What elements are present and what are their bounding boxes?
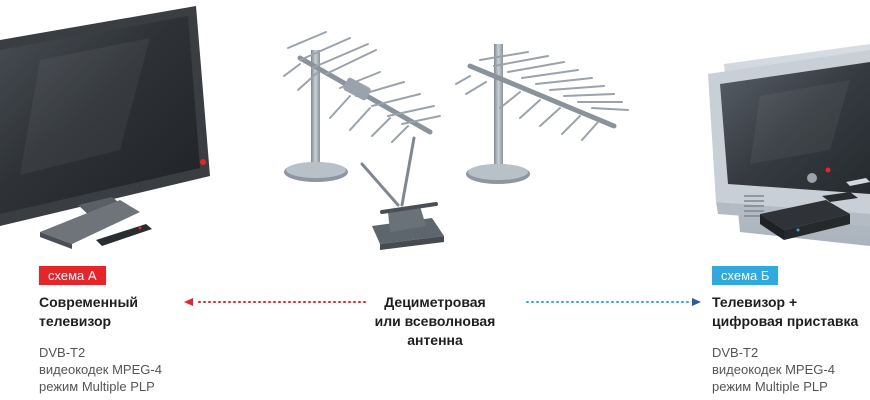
right-spec-mode: режим Multiple PLP [712, 379, 828, 394]
antenna-log-periodic-image [283, 31, 441, 182]
illustration-layer [0, 6, 870, 250]
right-title-line1: Телевизор + [712, 294, 798, 310]
left-spec-standard: DVB-T2 [39, 345, 86, 360]
arrow-to-scheme-a [184, 298, 366, 306]
left-spec-mode: режим Multiple PLP [39, 379, 155, 394]
antenna-label-line2: или всеволновая [374, 313, 496, 329]
antenna-indoor-image [360, 136, 444, 250]
antenna-yagi-image [455, 44, 629, 184]
crt-tv-with-settop-box-image [708, 44, 870, 246]
antenna-label-line1: Дециметровая [384, 294, 486, 310]
right-spec-codec: видеокодек MPEG-4 [712, 362, 835, 377]
scheme-a-badge: схема А [39, 266, 106, 285]
scheme-b-badge: схема Б [712, 266, 779, 285]
left-spec-codec: видеокодек MPEG-4 [39, 362, 162, 377]
modern-tv-image [0, 6, 210, 249]
right-spec-standard: DVB-T2 [712, 345, 759, 360]
left-title-line2: телевизор [39, 313, 112, 329]
arrow-to-scheme-b [526, 298, 701, 306]
antenna-label: Дециметровая или всеволновая антенна [340, 293, 530, 350]
right-title-line2: цифровая приставка [712, 313, 859, 329]
antenna-label-line3: антенна [407, 332, 463, 348]
left-title-line1: Современный [39, 294, 139, 310]
